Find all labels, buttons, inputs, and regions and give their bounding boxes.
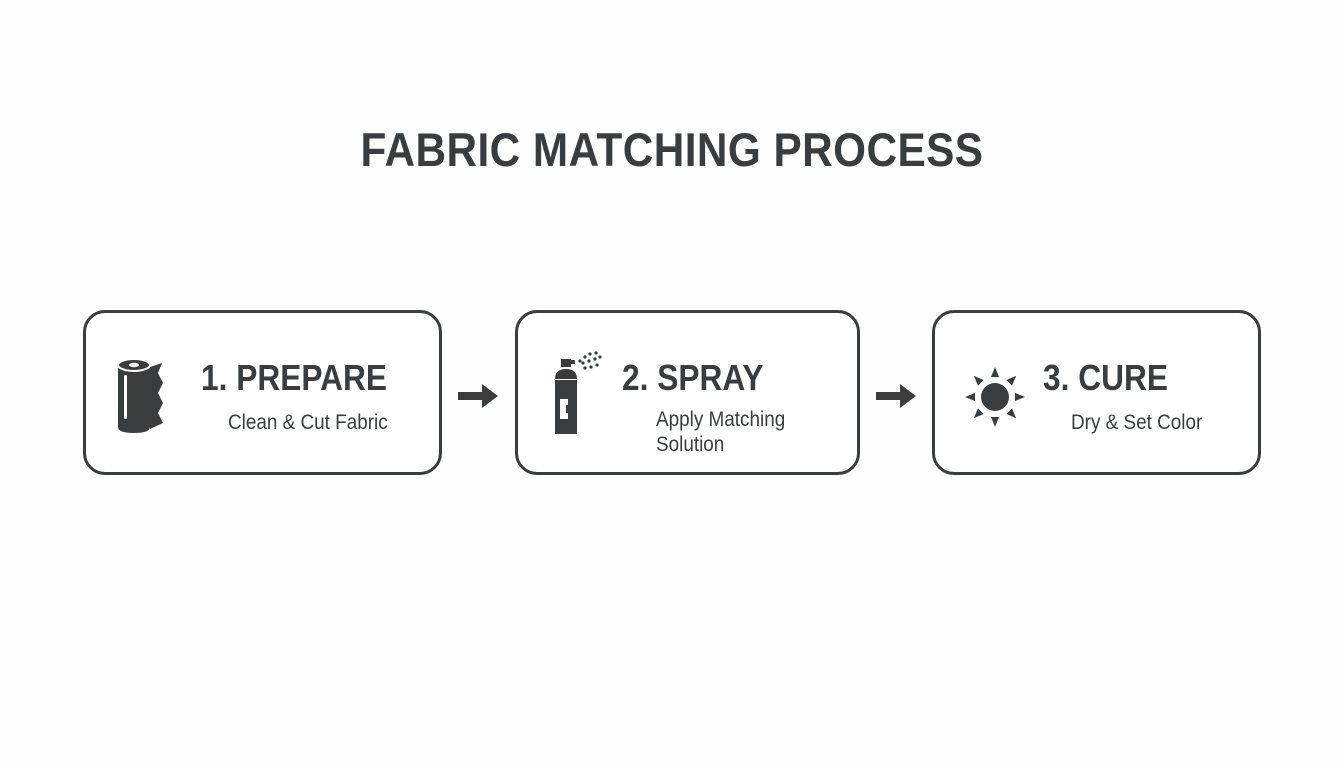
sun-icon: [965, 367, 1025, 427]
step-card-cure: 3. CURE Dry & Set Color: [932, 310, 1261, 475]
spray-can-icon: [555, 351, 602, 434]
arrow-right-icon: [876, 384, 916, 408]
step-heading: 3. CURE: [1043, 357, 1168, 398]
step-card-prepare: 1. PREPARE Clean & Cut Fabric: [83, 310, 442, 475]
step-description: Clean & Cut Fabric: [228, 411, 388, 434]
step-heading: 2. SPRAY: [622, 357, 764, 398]
page-title: FABRIC MATCHING PROCESS: [360, 123, 984, 176]
step-card-spray: 2. SPRAY Apply Matching Solution: [515, 310, 860, 475]
step-description: Apply Matching Solution: [656, 408, 786, 456]
arrow-right-icon: [458, 384, 498, 408]
step-description: Dry & Set Color: [1071, 411, 1203, 434]
step-heading: 1. PREPARE: [201, 357, 388, 398]
fabric-roll-icon: [117, 358, 163, 433]
